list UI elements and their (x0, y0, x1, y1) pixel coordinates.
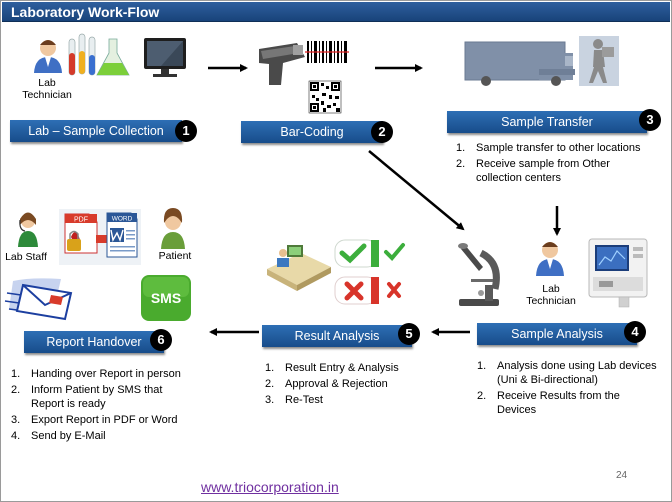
email-icon (4, 278, 73, 321)
lab-technician-right-icon (536, 242, 564, 276)
lab-staff-icon (18, 212, 38, 247)
list-item: 2.Approval & Rejection (265, 378, 388, 390)
barcode-scanner-icon (259, 43, 305, 85)
step-number-badge: 1 (175, 120, 197, 142)
step-label-sample-analysis: Sample Analysis (477, 323, 637, 345)
report-handover-list: 1.Handing over Report in person 2.Inform… (11, 367, 186, 445)
lab-technician-right-caption: Lab Technician (526, 283, 576, 307)
list-item: 2.Receive sample from Other collection c… (456, 158, 610, 184)
lab-analyzer-icon (588, 238, 648, 308)
step-number-badge: 2 (371, 121, 393, 143)
barcode-icon (305, 41, 349, 63)
list-item: 1.Analysis done using Lab devices (Uni &… (477, 360, 657, 386)
approval-check-icon (334, 239, 405, 268)
step-number-badge: 6 (150, 329, 172, 351)
list-item: 1.Handing over Report in person (11, 368, 181, 380)
microscope-icon (458, 243, 500, 306)
sample-transfer-list: 1.Sample transfer to other locations 2.R… (456, 141, 641, 187)
workstation-icon (267, 245, 331, 291)
step-number-badge: 5 (398, 323, 420, 345)
step-label-sample-collection: Lab – Sample Collection (10, 120, 182, 142)
rejection-cross-icon (334, 276, 401, 305)
step-label-sample-transfer: Sample Transfer (447, 111, 647, 133)
step-number-badge: 3 (639, 109, 661, 131)
step-number-badge: 4 (624, 321, 646, 343)
qr-code-icon (308, 80, 342, 114)
patient-caption: Patient (158, 250, 192, 262)
step-label-bar-coding: Bar-Coding (241, 121, 383, 143)
list-item: 3.Export Report in PDF or Word (11, 414, 178, 426)
sms-icon: SMS (141, 275, 191, 321)
list-item: 1.Sample transfer to other locations (456, 142, 641, 154)
patient-icon (161, 208, 185, 249)
pdf-to-word-icon: PDF WORD (59, 209, 141, 265)
lab-staff-caption: Lab Staff (5, 251, 47, 263)
step-label-report-handover: Report Handover (24, 331, 164, 353)
lab-technician-icon (34, 40, 62, 73)
title-bar: Laboratory Work-Flow (2, 2, 670, 22)
page-title: Laboratory Work-Flow (11, 4, 160, 20)
list-item: 1.Result Entry & Analysis (265, 362, 399, 374)
word-icon-text: WORD (112, 216, 133, 223)
computer-monitor-icon (144, 38, 186, 77)
step-label-result-analysis: Result Analysis (262, 325, 412, 347)
list-item: 4.Send by E-Mail (11, 430, 106, 442)
lab-technician-caption: Lab Technician (22, 77, 72, 101)
list-item: 2.Inform Patient by SMS that Report is r… (11, 384, 163, 410)
website-link[interactable]: www.triocorporation.in (201, 479, 339, 495)
page-number: 24 (616, 470, 628, 481)
truck-icon (464, 41, 575, 86)
result-analysis-list: 1.Result Entry & Analysis 2.Approval & R… (265, 361, 445, 409)
sample-analysis-list: 1.Analysis done using Lab devices (Uni &… (477, 359, 662, 419)
list-item: 2.Receive Results from the Devices (477, 390, 620, 416)
sms-icon-text: SMS (151, 290, 181, 306)
arrow-2-to-4 (368, 150, 465, 231)
pdf-icon-text: PDF (74, 217, 88, 224)
list-item: 3.Re-Test (265, 394, 323, 406)
lab-flask-icon (68, 33, 130, 76)
delivery-person-icon (579, 36, 619, 86)
